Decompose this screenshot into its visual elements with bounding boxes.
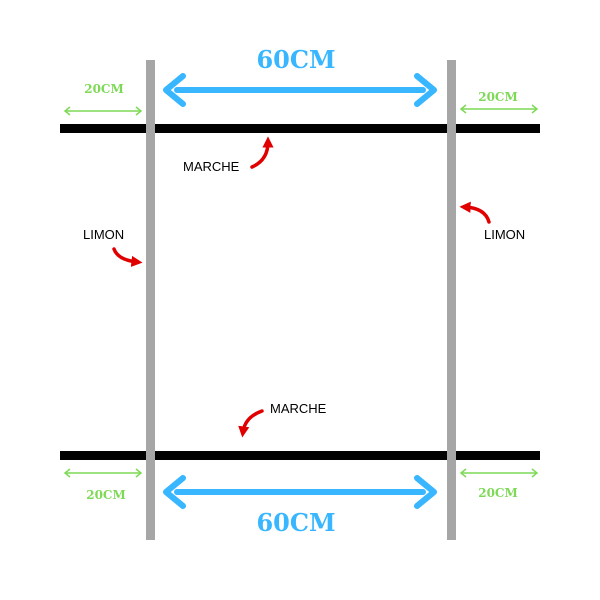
dimension-label-bottom-left: 20CM bbox=[86, 488, 126, 502]
pointer-arrow-marche-top bbox=[250, 136, 274, 169]
dimension-label-top-right: 20CM bbox=[478, 90, 518, 104]
limon-bar-left bbox=[146, 60, 155, 540]
limon-bar-right bbox=[447, 60, 456, 540]
marche-bar-bottom bbox=[60, 451, 540, 460]
marche-bar-top bbox=[60, 124, 540, 133]
dimension-label-top-left: 20CM bbox=[84, 82, 124, 96]
pointer-arrow-limon-right bbox=[459, 201, 491, 224]
limon-label-right: LIMON bbox=[484, 227, 525, 242]
dimension-label-bottom-right: 20CM bbox=[478, 486, 518, 500]
dimension-arrow-bottom-right bbox=[459, 468, 539, 478]
dimension-arrow-top-right bbox=[459, 104, 539, 114]
limon-label-left: LIMON bbox=[83, 227, 124, 242]
dimension-arrow-top-main bbox=[163, 73, 437, 107]
dimension-arrow-bottom-main bbox=[163, 475, 437, 509]
dimension-label-top-main: 60CM bbox=[256, 45, 335, 74]
dimension-label-bottom-main: 60CM bbox=[256, 508, 335, 537]
dimension-arrow-bottom-left bbox=[63, 468, 143, 478]
pointer-arrow-marche-bottom bbox=[238, 409, 264, 438]
marche-label-bottom: MARCHE bbox=[270, 401, 327, 416]
dimension-arrow-top-left bbox=[63, 106, 143, 116]
marche-label-top: MARCHE bbox=[183, 159, 240, 174]
pointer-arrow-limon-left bbox=[112, 247, 143, 267]
